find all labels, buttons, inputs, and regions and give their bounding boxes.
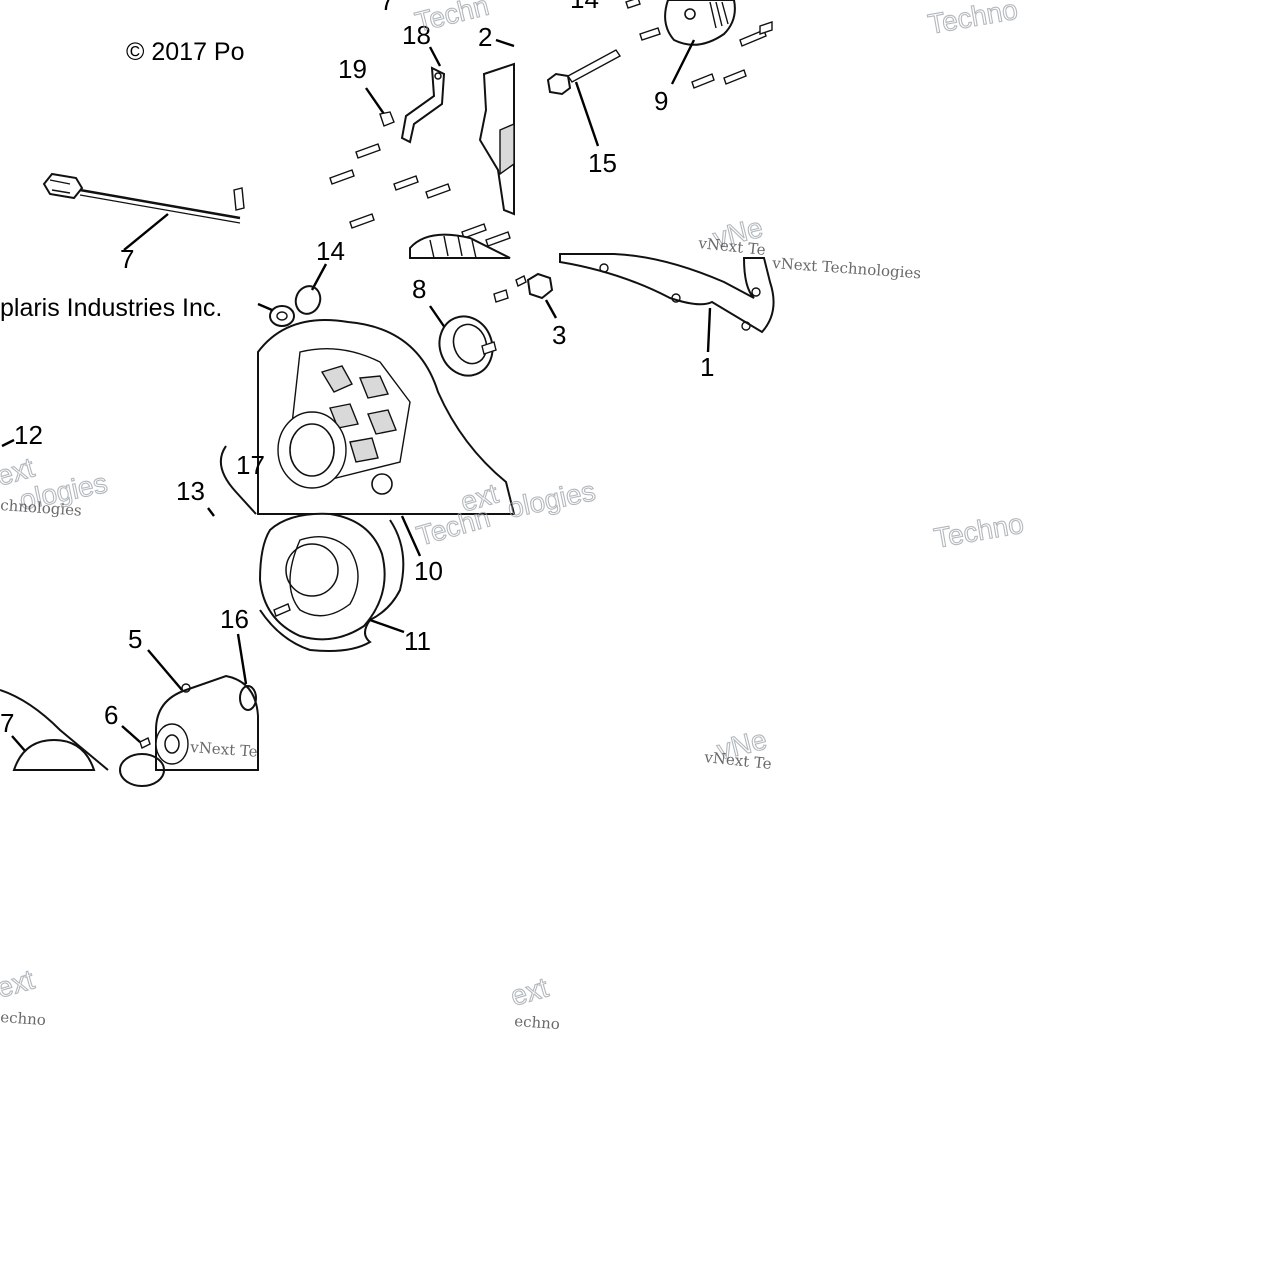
drain-cap-3: [515, 272, 554, 300]
watermark-outline-3: Techno: [926, 0, 1020, 40]
watermark-outline-7: ologies: [505, 475, 598, 524]
drive-hub-5: [155, 674, 259, 771]
tile-right-middle: 3 1: [515, 253, 775, 382]
bolt-group-right: [625, 0, 773, 89]
o-ring-lower: [119, 753, 165, 787]
watermark-script-4: vNext Te: [189, 738, 259, 761]
callout-13: 13: [176, 476, 205, 506]
callout-10: 10: [414, 556, 443, 586]
pulley-9: [664, 0, 736, 46]
callout-7-sensor: 7: [120, 244, 134, 274]
callout-11: 11: [404, 626, 431, 656]
callout-12: 12: [14, 420, 43, 450]
ring-gear: [258, 512, 386, 641]
callout-19: 19: [338, 54, 367, 84]
pump-housing: [478, 62, 515, 216]
o-ring-16: [239, 685, 257, 711]
watermark-outline-11: ext: [0, 964, 38, 1004]
tile-top-right: 14 15 9 vNe vNext Te: [546, 0, 773, 259]
watermark-script-7: echno: [514, 1012, 561, 1033]
watermark-script-6: echno: [0, 1008, 47, 1029]
engine-cover: [257, 319, 516, 515]
callout-5: 5: [128, 624, 142, 654]
watermark-outline-9: Techno: [932, 508, 1026, 554]
callout-15: 15: [588, 148, 617, 178]
callout-14-top: 14: [570, 0, 599, 14]
dowel-pin-6: [139, 737, 151, 749]
bolt-group-top: [329, 143, 511, 247]
cover-gasket-1: [559, 253, 775, 334]
watermark-script-2: vNext Technologies: [771, 254, 922, 282]
callout-7-top: 7: [380, 0, 394, 16]
callout-14-mid: 14: [316, 236, 345, 266]
callout-6: 6: [104, 700, 118, 730]
long-bolt-15: [546, 49, 622, 96]
callout-3: 3: [552, 320, 566, 350]
copyright-text-left: © 2017 Po: [126, 38, 245, 66]
tile-top-middle: 7 18 19 2 Techn: [329, 0, 515, 259]
callout-1: 1: [700, 352, 714, 382]
tile-bottom-center: 11 10 Techn: [258, 501, 494, 656]
callout-7-left: 7: [0, 708, 14, 738]
oil-seal-8: [438, 315, 494, 377]
copyright-text-right: plaris Industries Inc.: [0, 294, 222, 322]
tile-left-middle: plaris Industries Inc. 12 13 ext ologies…: [0, 294, 222, 520]
tile-masks: [0, 0, 126, 30]
callout-17-mid: 17: [236, 450, 265, 480]
tile-center: 14 8 17 ext: [219, 236, 599, 524]
tile-top-left: © 2017 Po 7: [42, 38, 245, 274]
callout-18: 18: [402, 20, 431, 50]
callout-9: 9: [654, 86, 668, 116]
callout-8: 8: [412, 274, 426, 304]
tile-bottom-left: 5 16 6 7 vNext Te: [0, 604, 259, 787]
callout-2: 2: [478, 22, 492, 52]
watermark-outline-12: ext: [507, 972, 552, 1012]
mounting-bracket: [400, 66, 446, 144]
watermark-script-3: chnologies: [0, 496, 82, 520]
callout-16: 16: [220, 604, 249, 634]
clip-19: [379, 111, 395, 127]
speed-sensor-part: [42, 172, 245, 224]
washer-14: [269, 305, 295, 327]
gasket-11: [259, 519, 405, 652]
sprocket-partial: [12, 738, 96, 771]
